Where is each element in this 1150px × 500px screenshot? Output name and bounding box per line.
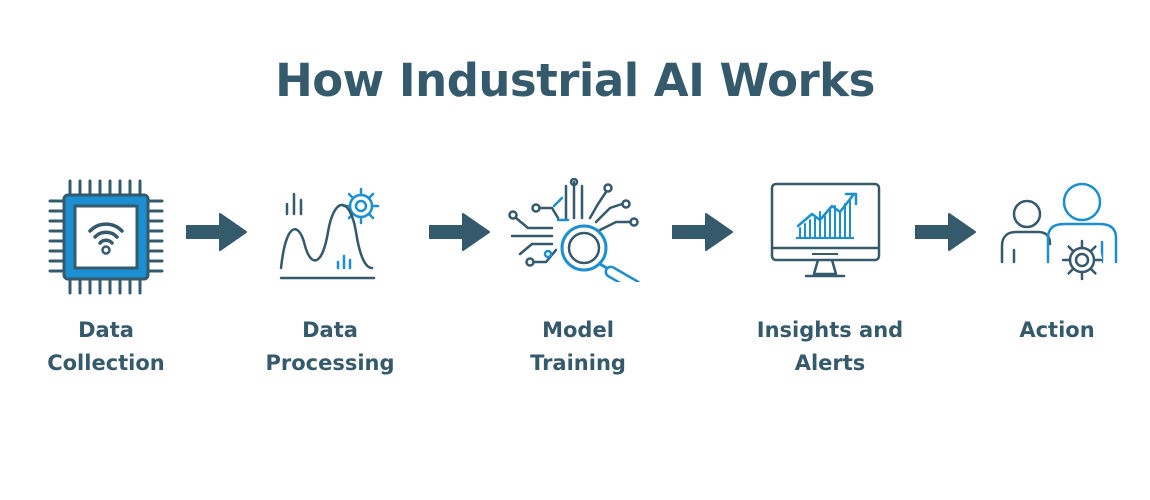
step-label-insights-alerts: Insights and Alerts	[730, 314, 930, 380]
page-title: How Industrial AI Works	[275, 54, 875, 107]
circuit-magnifier-icon	[508, 178, 642, 282]
step-label-line: Alerts	[794, 351, 866, 375]
step-label-line: Data	[302, 318, 358, 342]
step-label-line: Processing	[265, 351, 395, 375]
step-label-action: Action	[957, 314, 1150, 347]
step-label-line: Model	[542, 318, 614, 342]
monitor-chart-icon	[770, 182, 881, 278]
step-label-line: Collection	[47, 351, 165, 375]
step-label-line: Data	[78, 318, 134, 342]
step-label-model-training: Model Training	[478, 314, 678, 380]
arrow-right-icon	[915, 213, 976, 251]
step-label-data-collection: Data Collection	[6, 314, 206, 380]
wifi-chip-icon	[48, 179, 164, 295]
arrow-right-icon	[429, 213, 490, 251]
arrow-right-icon	[672, 213, 733, 251]
arrow-right-icon	[186, 213, 247, 251]
step-label-data-processing: Data Processing	[230, 314, 430, 380]
users-gear-icon	[1000, 182, 1118, 281]
step-label-line: Insights and	[756, 318, 904, 342]
step-label-line: Training	[530, 351, 626, 375]
waveform-gear-icon	[279, 187, 380, 280]
step-label-line: Action	[1019, 318, 1095, 342]
